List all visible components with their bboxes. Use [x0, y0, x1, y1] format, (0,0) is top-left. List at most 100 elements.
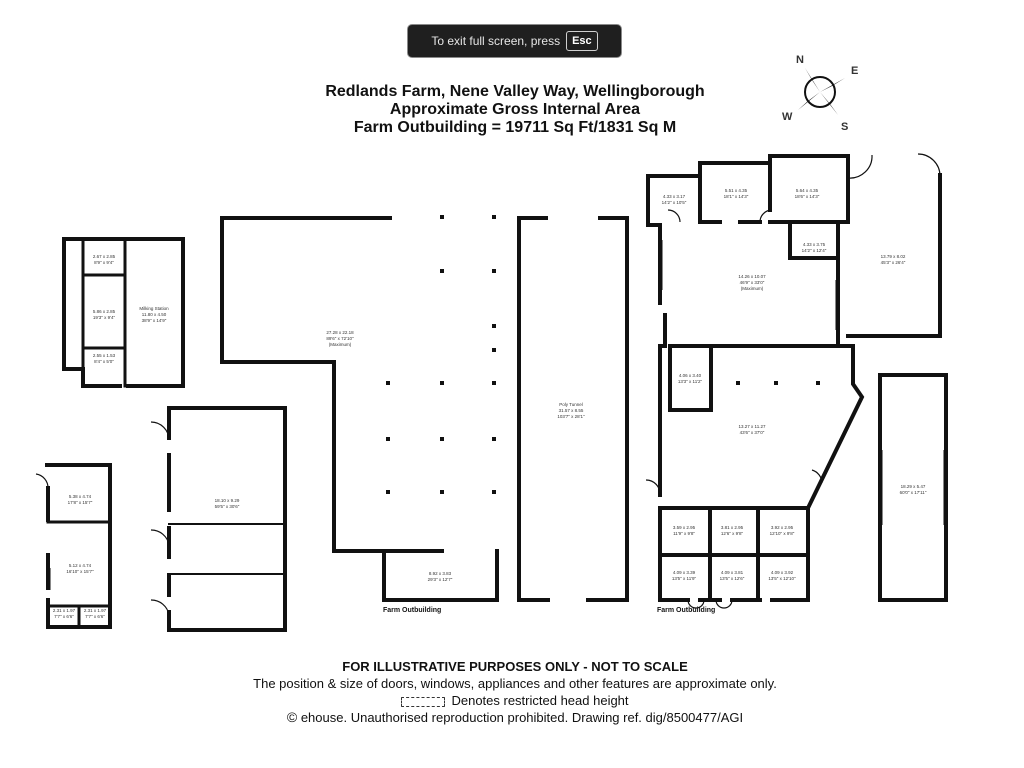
room-label: 14'2" x 12'4" [802, 248, 827, 253]
door-arc-shed-2 [150, 529, 170, 546]
room-label: 5.38 x 4.74 [69, 494, 92, 499]
room-label: 14.26 x 10.07 [738, 274, 766, 279]
wall-small-block [45, 463, 112, 629]
wall-far-right-building [878, 373, 948, 602]
wall-poly-tunnel [517, 216, 629, 602]
room-label: (Maximum) [741, 286, 764, 291]
room-label: Milking Station [139, 306, 169, 311]
room-label: 46'9" x 33'0" [740, 280, 765, 285]
wall-stalls [658, 506, 810, 602]
door-arc-right-2 [759, 209, 773, 223]
compass-e: E [851, 65, 858, 77]
room-label: 13.27 x 11.27 [739, 424, 766, 429]
door-arc-shed-3 [150, 599, 170, 616]
head-height-legend: Denotes restricted head height [0, 692, 1024, 709]
room-label: 5.64 x 4.35 [796, 188, 819, 193]
wall-small-inner [46, 520, 112, 629]
disclaimer-text: The position & size of doors, windows, a… [253, 676, 777, 691]
wall-main-barn [220, 216, 499, 602]
door-arc-stall-bottom [687, 599, 733, 609]
room-label: 4.09 x 3.92 [771, 570, 794, 575]
room-label: 3.59 x 2.95 [673, 525, 696, 530]
room-label: 18'6" x 14'3" [795, 194, 820, 199]
door-arc-right-1 [667, 209, 681, 223]
copyright-icon: © [286, 709, 298, 725]
room-label: 60'0" x 17'11" [900, 490, 927, 495]
room-label: 7'7" x 6'6" [54, 614, 74, 619]
room-label: 11'9" x 9'8" [673, 531, 695, 536]
room-label: 12'10" x 9'8" [770, 531, 795, 536]
room-label: 4.09 x 3.39 [673, 570, 696, 575]
room-label: 3.92 x 2.95 [771, 525, 794, 530]
wall-right-block-mid [658, 223, 865, 512]
copyright-text: ehouse. Unauthorised reproduction prohib… [300, 710, 744, 725]
wall-right-block-top [646, 154, 942, 348]
room-label: 89'6" x 72'10" [326, 336, 354, 341]
room-label: 8'4" x 5'0" [94, 359, 114, 364]
door-arc-barn-1 [847, 154, 873, 179]
disclaimer-heading: FOR ILLUSTRATIVE PURPOSES ONLY - NOT TO … [342, 659, 688, 674]
area-summary: Farm Outbuilding = 19711 Sq Ft/1831 Sq M [353, 119, 677, 136]
room-label: 16'10" x 15'7" [66, 569, 94, 574]
room-label: 18.10 x 9.29 [215, 498, 240, 503]
room-label: 7'7" x 6'6" [85, 614, 105, 619]
esc-key-badge: Esc [566, 31, 598, 51]
room-label: 2.31 x 1.97 [53, 608, 76, 613]
room-label: 2.67 x 2.85 [93, 254, 116, 259]
area-heading: Approximate Gross Internal Area [389, 101, 641, 118]
compass-s: S [841, 121, 848, 133]
room-label: 19'3" x 9'4" [93, 315, 116, 320]
room-label: 29'3" x 12'7" [428, 577, 453, 582]
room-label: 13'5" x 12'10" [768, 576, 796, 581]
compass-n: N [796, 54, 804, 66]
dashed-box-icon [401, 696, 446, 707]
room-label: 8.92 x 3.83 [429, 571, 452, 576]
room-label: 17'8" x 15'7" [68, 500, 93, 505]
room-label: 14'2" x 10'5" [662, 200, 687, 205]
room-label: 18'1" x 14'3" [724, 194, 749, 199]
room-label: 13'5" x 11'9" [672, 576, 697, 581]
door-arc-small [35, 473, 49, 489]
fullscreen-exit-banner: To exit full screen, press Esc [407, 24, 622, 58]
floorplan-footer: FOR ILLUSTRATIVE PURPOSES ONLY - NOT TO … [0, 658, 1024, 726]
wall-shed-partitions [168, 523, 286, 575]
room-label: Poly Tunnel [559, 402, 583, 407]
room-label: 31.57 x 8.55 [559, 408, 584, 413]
room-label: 13'5" x 12'6" [720, 576, 745, 581]
compass-icon: N E S W [782, 54, 858, 133]
fullscreen-exit-text: To exit full screen, press [431, 34, 561, 48]
compass-w: W [782, 111, 793, 123]
room-label: 3.81 x 2.95 [721, 525, 744, 530]
room-label: 5.51 x 4.35 [725, 188, 748, 193]
room-label: 27.28 x 22.18 [326, 330, 354, 335]
room-label: (Maximum) [329, 342, 352, 347]
room-label: 5.86 x 2.85 [93, 309, 116, 314]
room-label: 2.31 x 1.97 [84, 608, 107, 613]
floorplan-title: Redlands Farm, Nene Valley Way, Wellingb… [0, 83, 1024, 137]
outbuilding-label-center: Farm Outbuilding [383, 607, 441, 614]
outbuilding-label-right: Farm Outbuilding [657, 607, 715, 614]
room-label: 4.33 x 3.17 [663, 194, 686, 199]
room-label: 2.55 x 1.53 [93, 353, 116, 358]
copyright-line: © ehouse. Unauthorised reproduction proh… [0, 709, 1024, 726]
head-height-text: Denotes restricted head height [451, 693, 629, 708]
room-label: 103'7" x 28'1" [557, 414, 585, 419]
door-arc-barn-2 [917, 153, 941, 177]
room-label: 13'3" x 11'2" [678, 379, 703, 384]
room-label: 12'6" x 9'8" [721, 531, 744, 536]
room-label: 18.29 x 5.47 [901, 484, 926, 489]
door-arc-shed-1 [150, 421, 170, 441]
door-arc-corner [811, 469, 823, 484]
wall-milking-inner [81, 237, 127, 388]
room-label: 11.80 x 4.50 [142, 312, 167, 317]
property-address: Redlands Farm, Nene Valley Way, Wellingb… [325, 83, 705, 100]
windows [49, 240, 945, 590]
room-label: 43'6" x 37'0" [740, 430, 765, 435]
wall-large-shed [167, 406, 287, 632]
room-label: 8'9" x 9'4" [94, 260, 114, 265]
room-label: 5.12 x 4.74 [69, 563, 92, 568]
room-label: 4.09 x 3.81 [721, 570, 744, 575]
room-label: 4.06 x 3.40 [679, 373, 702, 378]
room-label: 59'5" x 30'6" [215, 504, 240, 509]
